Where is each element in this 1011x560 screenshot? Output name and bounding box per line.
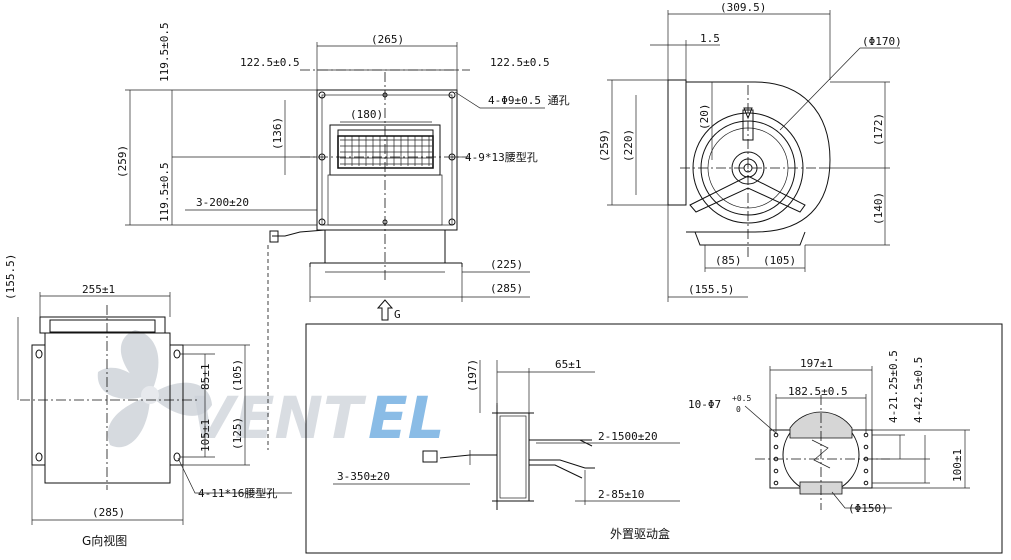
arrow-g-label: G	[394, 308, 401, 321]
dim-155-g: (155.5)	[4, 254, 17, 300]
side-view: (309.5) 1.5 (Φ170) (20) (259) (220) (172…	[598, 1, 902, 302]
dim-20: (20)	[698, 104, 711, 131]
dim-285-top: (285)	[490, 282, 523, 295]
dim-4-42: 4-42.5±0.5	[912, 357, 925, 423]
dim-125-g: (125)	[231, 417, 244, 450]
note-slots-top: 4-9*13腰型孔	[465, 150, 538, 164]
drive-box-frame	[305, 323, 1003, 554]
top-view: (265) 122.5±0.5 122.5±0.5 (180) (136) (2…	[116, 22, 570, 450]
g-view-slots	[35, 349, 181, 462]
dim-105-g: (105)	[231, 359, 244, 392]
note-holes: 4-Φ9±0.5 通孔	[488, 94, 570, 107]
dim-3-200: 3-200±20	[196, 196, 249, 209]
dim-85-side: (85)	[715, 254, 742, 267]
dim-197-side: (197)	[466, 359, 479, 392]
watermark-fan-icon	[97, 330, 212, 448]
dim-4-21: 4-21.25±0.5	[887, 350, 900, 423]
dim-10-hole-sub: 0	[736, 405, 741, 414]
dim-172: (172)	[872, 113, 885, 146]
dim-85-g: 85±1	[199, 364, 212, 391]
drive-box-front: 197±1 182.5±0.5 10-Φ7 +0.5 0 4-21.25±0.5…	[688, 350, 970, 515]
dim-105-side: (105)	[763, 254, 796, 267]
dim-phi-170: (Φ170)	[862, 35, 902, 48]
dim-65: 65±1	[555, 358, 582, 371]
watermark-text-b: EL	[368, 384, 445, 452]
dim-2-85: 2-85±10	[598, 488, 644, 501]
dim-155-side: (155.5)	[688, 283, 734, 296]
note-slots-g: 4-11*16腰型孔	[198, 486, 277, 500]
drive-box-connector	[422, 450, 438, 463]
dim-1-5: 1.5	[700, 32, 720, 45]
dim-100: 100±1	[951, 449, 964, 482]
dim-3-350: 3-350±20	[337, 470, 390, 483]
watermark: VENT EL	[97, 330, 445, 452]
side-view-flange	[667, 79, 687, 206]
dim-225: (225)	[490, 258, 523, 271]
dim-phi-150: (Φ150)	[848, 502, 888, 515]
side-view-housing	[686, 81, 831, 233]
dim-119-top: 119.5±0.5	[158, 22, 171, 82]
dim-197-front: 197±1	[800, 357, 833, 370]
g-view-caption: G向视图	[82, 533, 127, 548]
dim-259-top: (259)	[116, 145, 129, 178]
drive-box-side: (197) 65±1 2-1500±20 3-350±20 2-85±10	[333, 358, 680, 510]
top-view-impeller	[337, 135, 434, 169]
drive-box-caption: 外置驱动盒	[610, 526, 670, 541]
top-view-connector	[269, 230, 279, 243]
dim-122-right: 122.5±0.5	[490, 56, 550, 69]
watermark-text-a: VENT	[190, 384, 367, 452]
dim-220: (220)	[622, 129, 635, 162]
dim-105-plus-g: 105±1	[199, 419, 212, 452]
dim-136: (136)	[271, 117, 284, 150]
dim-259-side: (259)	[598, 129, 611, 162]
dim-140: (140)	[872, 192, 885, 225]
dim-255: 255±1	[82, 283, 115, 296]
dim-309: (309.5)	[720, 1, 766, 14]
dim-119-bottom: 119.5±0.5	[158, 162, 171, 222]
dim-122-left: 122.5±0.5	[240, 56, 300, 69]
view-g-arrow: G	[376, 299, 401, 321]
dim-182: 182.5±0.5	[788, 385, 848, 398]
dim-10-hole-sup: +0.5	[732, 394, 751, 403]
dim-265: (265)	[371, 33, 404, 46]
dim-2-1500: 2-1500±20	[598, 430, 658, 443]
drive-box-panel: 外置驱动盒 (197) 65±1 2-1500±20 3-350±20	[305, 323, 1003, 554]
dim-10-hole: 10-Φ7	[688, 398, 721, 411]
drive-box-heatsink-top	[789, 411, 853, 439]
g-view: 255±1 (155.5) 85±1 105±1 (105) (125) (28…	[4, 254, 292, 548]
dim-285-g: (285)	[92, 506, 125, 519]
dim-180: (180)	[350, 108, 383, 121]
